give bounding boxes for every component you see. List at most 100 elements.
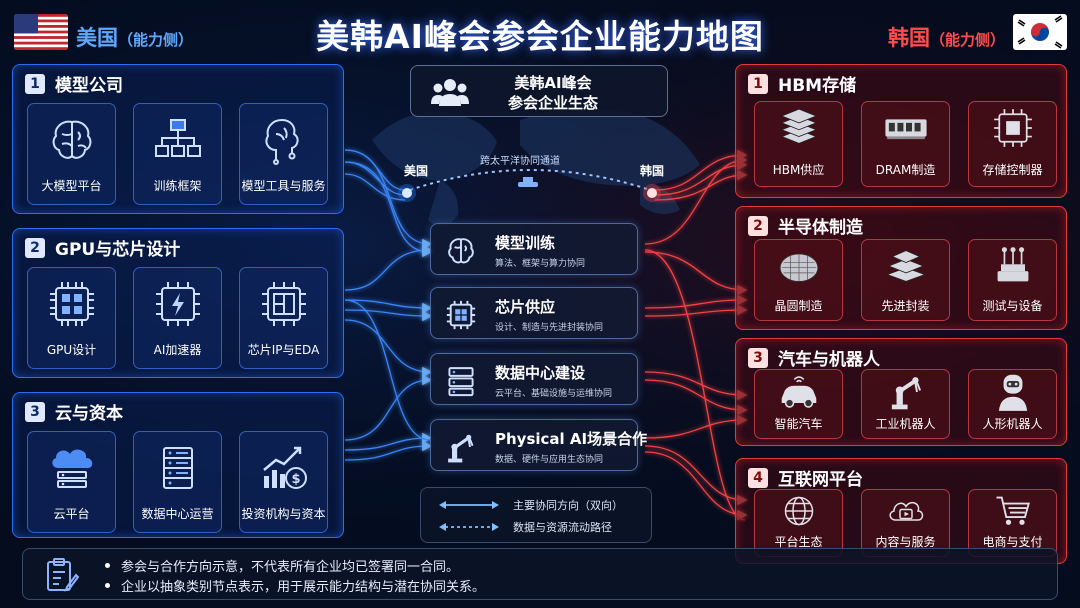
- item-label: 数据中心运营: [141, 507, 214, 521]
- server-rack-icon: [162, 447, 193, 489]
- collab-subtitle: 数据、硬件与应用生态协同: [495, 455, 604, 465]
- legend-box: 主要协同方向（双向） 数据与资源流动路径: [420, 487, 652, 543]
- brain-icon: [448, 238, 474, 264]
- ecosystem-line1: 美韩AI峰会: [514, 74, 592, 92]
- people-group-icon: [431, 79, 469, 106]
- panel-number: 3: [25, 401, 45, 422]
- ip-chip-icon: [261, 282, 306, 326]
- legend-flow-label: 数据与资源流动路径: [513, 521, 612, 534]
- item-label: 智能汽车: [774, 417, 823, 431]
- wafer-icon: [779, 253, 818, 282]
- item-label: 电商与支付: [982, 535, 1043, 549]
- pacific-channel-label: 跨太平洋协同通道: [480, 156, 560, 167]
- humanoid-icon: [998, 374, 1027, 411]
- item-model-tools[interactable]: 模型工具与服务: [239, 103, 328, 205]
- stacked-layers-icon: [780, 108, 817, 144]
- hierarchy-icon: [154, 119, 201, 157]
- collab-title: 芯片供应: [495, 298, 556, 316]
- svg-text:$: $: [291, 472, 300, 487]
- accelerator-chip-icon: [155, 282, 200, 326]
- note-bullet: [105, 563, 110, 568]
- page-title: 美韩AI峰会参会企业能力地图: [316, 17, 764, 56]
- item-cloud-platform[interactable]: 云平台: [27, 431, 116, 533]
- item-gpu-design[interactable]: GPU设计: [27, 267, 116, 369]
- legend-flow-path: 数据与资源流动路径: [439, 519, 612, 535]
- us-flag-icon: [14, 14, 68, 50]
- panel-number: 1: [25, 73, 45, 94]
- panel-number: 2: [25, 237, 45, 258]
- item-label: HBM供应: [772, 163, 825, 177]
- note-line-2: 企业以抽象类别节点表示，用于展示能力结构与潜在协同关系。: [121, 580, 486, 595]
- panel-number: 3: [748, 347, 768, 368]
- map-kr-label: 韩国: [640, 164, 665, 178]
- us-side-label: 美国（能力侧）: [76, 26, 194, 50]
- item-datacenter-ops[interactable]: 数据中心运营: [133, 431, 222, 533]
- cloud-video-icon: [889, 501, 923, 521]
- kr-panel-internet-platform: 4 互联网平台 平台生态 内容与服务 电商与支付: [735, 458, 1067, 564]
- brain-icon: [52, 120, 91, 159]
- panel-title: 汽车与机器人: [778, 350, 880, 370]
- item-label: 模型工具与服务: [241, 179, 326, 193]
- globe-icon: [784, 496, 813, 526]
- item-label: 平台生态: [774, 535, 823, 549]
- panel-number: 2: [748, 215, 768, 236]
- item-wafer-fab[interactable]: 晶圆制造: [754, 239, 843, 321]
- item-ecommerce-payment[interactable]: 电商与支付: [968, 489, 1057, 557]
- collab-subtitle: 云平台、基础设施与运维协同: [495, 389, 613, 399]
- us-panel-model-companies: 1 模型公司 大模型平台 训练框架 模型工具与服务: [12, 64, 344, 214]
- collab-subtitle: 算法、框架与算力协同: [495, 259, 586, 269]
- kr-side-label: 韩国（能力侧）: [888, 26, 1006, 50]
- collab-subtitle: 设计、制造与先进封装协同: [495, 323, 604, 333]
- item-label: 云平台: [53, 507, 90, 521]
- dashed-arrow-icon: [439, 523, 499, 531]
- item-smart-car[interactable]: 智能汽车: [754, 369, 843, 439]
- collab-chip-supply[interactable]: 芯片供应 设计、制造与先进封装协同: [430, 287, 638, 339]
- map-us-label: 美国: [404, 164, 429, 178]
- legend-main-direction: 主要协同方向（双向）: [439, 497, 623, 513]
- footnote-box: 参会与合作方向示意，不代表所有企业均已签署同一合同。 企业以抽象类别节点表示，用…: [22, 548, 1058, 600]
- item-platform-ecosystem[interactable]: 平台生态: [754, 489, 843, 557]
- collab-datacenter[interactable]: 数据中心建设 云平台、基础设施与运维协同: [430, 353, 638, 405]
- item-label: 大模型平台: [41, 179, 102, 193]
- ecosystem-box: 美韩AI峰会 参会企业生态: [410, 65, 668, 117]
- item-content-services[interactable]: 内容与服务: [861, 489, 950, 557]
- item-industrial-robot[interactable]: 工业机器人: [861, 369, 950, 439]
- item-label: 训练框架: [153, 179, 202, 193]
- panel-title: 互联网平台: [778, 470, 863, 490]
- collab-title: 模型训练: [495, 234, 556, 252]
- collab-model-training[interactable]: 模型训练 算法、框架与算力协同: [430, 223, 638, 275]
- robot-arm-icon: [448, 434, 474, 463]
- item-dram-manufacturing[interactable]: DRAM制造: [861, 101, 950, 187]
- panel-number: 1: [748, 73, 768, 94]
- item-label: 投资机构与资本: [241, 507, 326, 521]
- item-memory-controller[interactable]: 存储控制器: [968, 101, 1057, 187]
- collab-title: 数据中心建设: [495, 364, 586, 382]
- robot-arm-icon: [891, 377, 921, 410]
- panel-number: 4: [748, 467, 768, 488]
- controller-chip-icon: [993, 109, 1032, 147]
- item-advanced-packaging[interactable]: 先进封装: [861, 239, 950, 321]
- item-test-equipment[interactable]: 测试与设备: [968, 239, 1057, 321]
- collab-title: Physical AI场景合作: [495, 430, 648, 448]
- item-chip-ip-eda[interactable]: 芯片IP与EDA: [239, 267, 328, 369]
- item-label: 工业机器人: [875, 417, 936, 431]
- server-icon: [448, 367, 474, 397]
- ecosystem-line2: 参会企业生态: [507, 94, 598, 112]
- item-hbm-supply[interactable]: HBM供应: [754, 101, 843, 187]
- item-llm-platform[interactable]: 大模型平台: [27, 103, 116, 205]
- collab-physical-ai[interactable]: Physical AI场景合作 数据、硬件与应用生态协同: [430, 419, 647, 471]
- item-label: GPU设计: [46, 343, 97, 357]
- dram-module-icon: [884, 119, 927, 140]
- panel-title: 模型公司: [55, 76, 123, 96]
- item-ai-accelerator[interactable]: AI加速器: [133, 267, 222, 369]
- item-investment[interactable]: $ 投资机构与资本: [239, 431, 328, 533]
- test-equipment-icon: [997, 247, 1028, 282]
- item-label: 测试与设备: [982, 299, 1043, 313]
- item-label: DRAM制造: [875, 163, 936, 177]
- item-training-framework[interactable]: 训练框架: [133, 103, 222, 205]
- item-humanoid-robot[interactable]: 人形机器人: [968, 369, 1057, 439]
- item-label: 人形机器人: [982, 417, 1043, 431]
- smart-car-icon: [781, 376, 816, 408]
